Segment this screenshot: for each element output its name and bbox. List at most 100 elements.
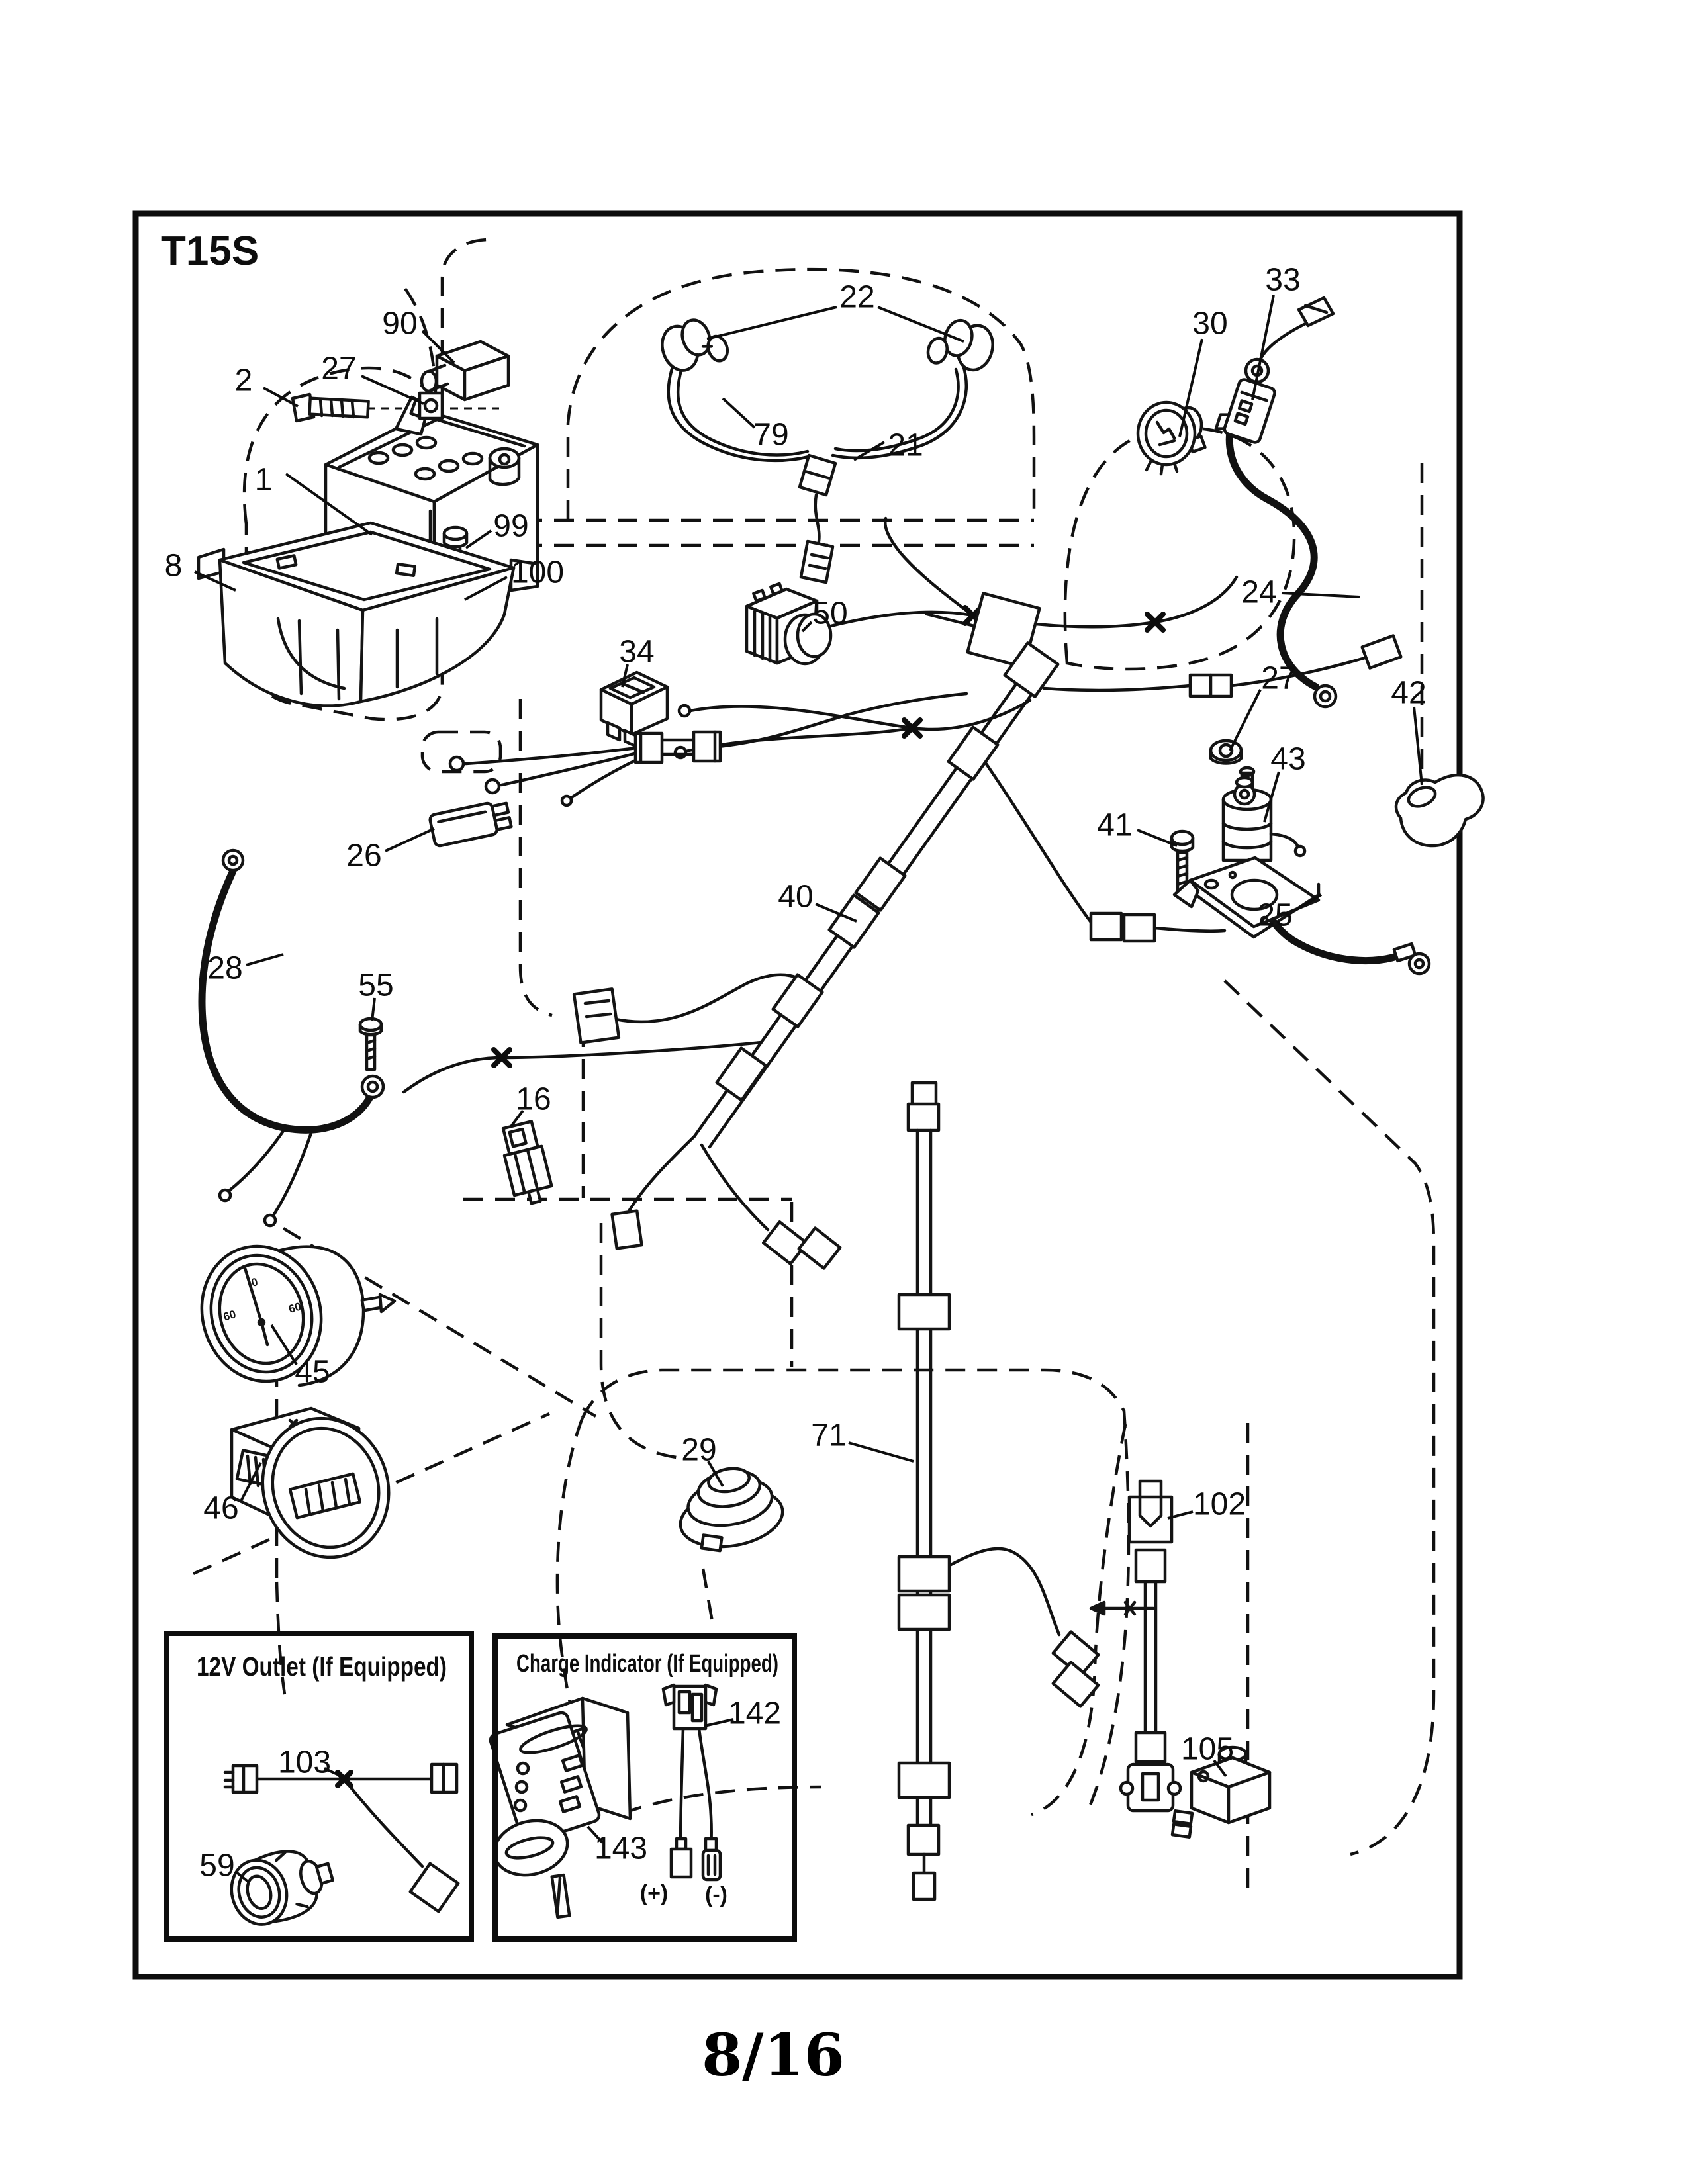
seat-harness-71-illustration bbox=[897, 1081, 1100, 1901]
part-callout-46: 46 bbox=[203, 1491, 238, 1526]
callout-leader-40 bbox=[815, 903, 857, 923]
relay-50-illustration bbox=[745, 582, 833, 666]
part-callout-41: 41 bbox=[1097, 808, 1132, 843]
part-callout-30: 30 bbox=[1192, 306, 1227, 341]
part-callout-24: 24 bbox=[1241, 575, 1276, 610]
outlet-inset-box bbox=[164, 1631, 474, 1942]
callout-leader-79 bbox=[722, 397, 756, 429]
headlight-socket-right-illustration bbox=[926, 318, 994, 372]
part-callout-22: 22 bbox=[839, 280, 874, 315]
part-callout-34: 34 bbox=[619, 635, 654, 670]
part-callout-90: 90 bbox=[382, 306, 417, 341]
part-callout-71: 71 bbox=[811, 1418, 846, 1453]
callout-leader-46 bbox=[240, 1462, 262, 1502]
callout-leader-25 bbox=[1293, 893, 1323, 912]
chassis-dashed-outlines bbox=[193, 238, 1436, 1890]
part-callout-8: 8 bbox=[165, 549, 183, 584]
part-callout-27: 27 bbox=[1261, 661, 1296, 696]
callout-leader-24 bbox=[1281, 592, 1360, 598]
part-callout-26: 26 bbox=[346, 839, 381, 874]
power-outlet-59-illustration bbox=[230, 1850, 334, 1926]
callout-leader-45 bbox=[270, 1324, 298, 1366]
part-callout-142: 142 bbox=[728, 1696, 781, 1731]
part-callout-33: 33 bbox=[1265, 263, 1300, 298]
callout-leader-27 bbox=[1229, 689, 1262, 751]
part-callout-105: 105 bbox=[1181, 1732, 1234, 1767]
callout-leader-41 bbox=[1137, 829, 1178, 847]
part-callout-103: 103 bbox=[278, 1745, 331, 1780]
callout-leader-105 bbox=[1213, 1759, 1227, 1778]
callout-leader-29 bbox=[707, 1460, 724, 1488]
interlock-jumper-102-illustration bbox=[1089, 1479, 1182, 1813]
negative-terminal-label: (-) bbox=[705, 1882, 727, 1907]
callout-leader-43 bbox=[1263, 771, 1280, 823]
callout-leader-100 bbox=[464, 576, 508, 601]
part-callout-99: 99 bbox=[493, 509, 528, 544]
callout-leader-22 bbox=[706, 306, 837, 340]
outlet-harness-103-illustration bbox=[223, 1762, 460, 1913]
ground-screw-illustration bbox=[358, 1017, 383, 1071]
part-callout-16: 16 bbox=[516, 1082, 551, 1117]
part-callout-29: 29 bbox=[681, 1433, 716, 1468]
wire-junction-x-marks bbox=[335, 605, 1166, 1788]
charge-inset-box bbox=[492, 1633, 797, 1942]
charge-indicator-143-illustration bbox=[489, 1696, 632, 1919]
part-callout-79: 79 bbox=[753, 418, 788, 453]
outlet-box-title: 12V Outlet (If Equipped) bbox=[197, 1651, 447, 1682]
solenoid-cable-25-fittings bbox=[1233, 776, 1431, 976]
hour-meter-illustration bbox=[230, 1406, 391, 1559]
callout-leader-34 bbox=[621, 664, 629, 688]
part-callout-100: 100 bbox=[511, 555, 564, 590]
terminal-boot-illustration bbox=[1394, 774, 1485, 848]
ignition-switch-illustration bbox=[1136, 400, 1207, 476]
starter-solenoid-illustration bbox=[1172, 766, 1321, 939]
callout-leader-59 bbox=[234, 1870, 250, 1884]
inline-connector-pair bbox=[633, 730, 722, 764]
part-callout-1: 1 bbox=[255, 463, 273, 498]
ammeter-left-mark: 60 bbox=[222, 1308, 237, 1323]
part-callout-59: 59 bbox=[199, 1848, 234, 1884]
ammeter-gauge-illustration bbox=[200, 1244, 397, 1387]
callout-leader-8 bbox=[194, 570, 236, 592]
callout-leader-30 bbox=[1178, 338, 1203, 437]
rubber-cap-illustration bbox=[679, 1467, 784, 1553]
rocker-switch-illustration bbox=[599, 670, 669, 749]
interlock-switch-16-illustration bbox=[501, 1120, 553, 1205]
callout-leader-102 bbox=[1167, 1510, 1194, 1520]
callout-leader-90 bbox=[421, 330, 455, 364]
callout-leader-28 bbox=[246, 953, 284, 966]
part-callout-42: 42 bbox=[1391, 676, 1426, 711]
solenoid-nut-illustration bbox=[1209, 739, 1243, 765]
callout-leader-71 bbox=[848, 1441, 914, 1463]
switch-105-illustration bbox=[1170, 1745, 1272, 1839]
part-callout-40: 40 bbox=[778, 880, 813, 915]
ground-cable-fittings bbox=[221, 848, 385, 1099]
fuse-holder-illustration bbox=[1214, 378, 1276, 444]
battery-tray-illustration bbox=[197, 521, 539, 707]
callout-leader-103 bbox=[324, 1767, 342, 1778]
diagram-border bbox=[132, 210, 1463, 1980]
callout-leader-50 bbox=[801, 621, 813, 633]
positive-terminal-label: (+) bbox=[640, 1881, 669, 1906]
callout-leader-21 bbox=[853, 441, 886, 461]
blank-plate-illustration bbox=[966, 592, 1041, 669]
part-callout-2: 2 bbox=[235, 363, 253, 398]
page-number: 8/16 bbox=[702, 2021, 845, 2089]
spare-fuse-illustration bbox=[428, 801, 513, 848]
callout-leader-16 bbox=[510, 1109, 524, 1128]
callout-leader-22 bbox=[877, 306, 964, 343]
headlight-socket-left-illustration bbox=[661, 318, 729, 372]
charge-wire-142-illustration bbox=[661, 1683, 722, 1882]
part-callout-55: 55 bbox=[358, 968, 393, 1003]
callout-leader-143 bbox=[586, 1825, 604, 1844]
part-callout-25: 25 bbox=[1257, 898, 1292, 933]
ground-cable-28-wire bbox=[198, 867, 375, 1134]
part-callout-27: 27 bbox=[321, 351, 356, 387]
battery-bolt-illustration bbox=[291, 392, 370, 423]
callout-leader-27 bbox=[361, 375, 424, 405]
part-callout-50: 50 bbox=[812, 596, 847, 631]
callout-leader-142 bbox=[704, 1718, 734, 1727]
callout-leader-55 bbox=[371, 997, 376, 1021]
